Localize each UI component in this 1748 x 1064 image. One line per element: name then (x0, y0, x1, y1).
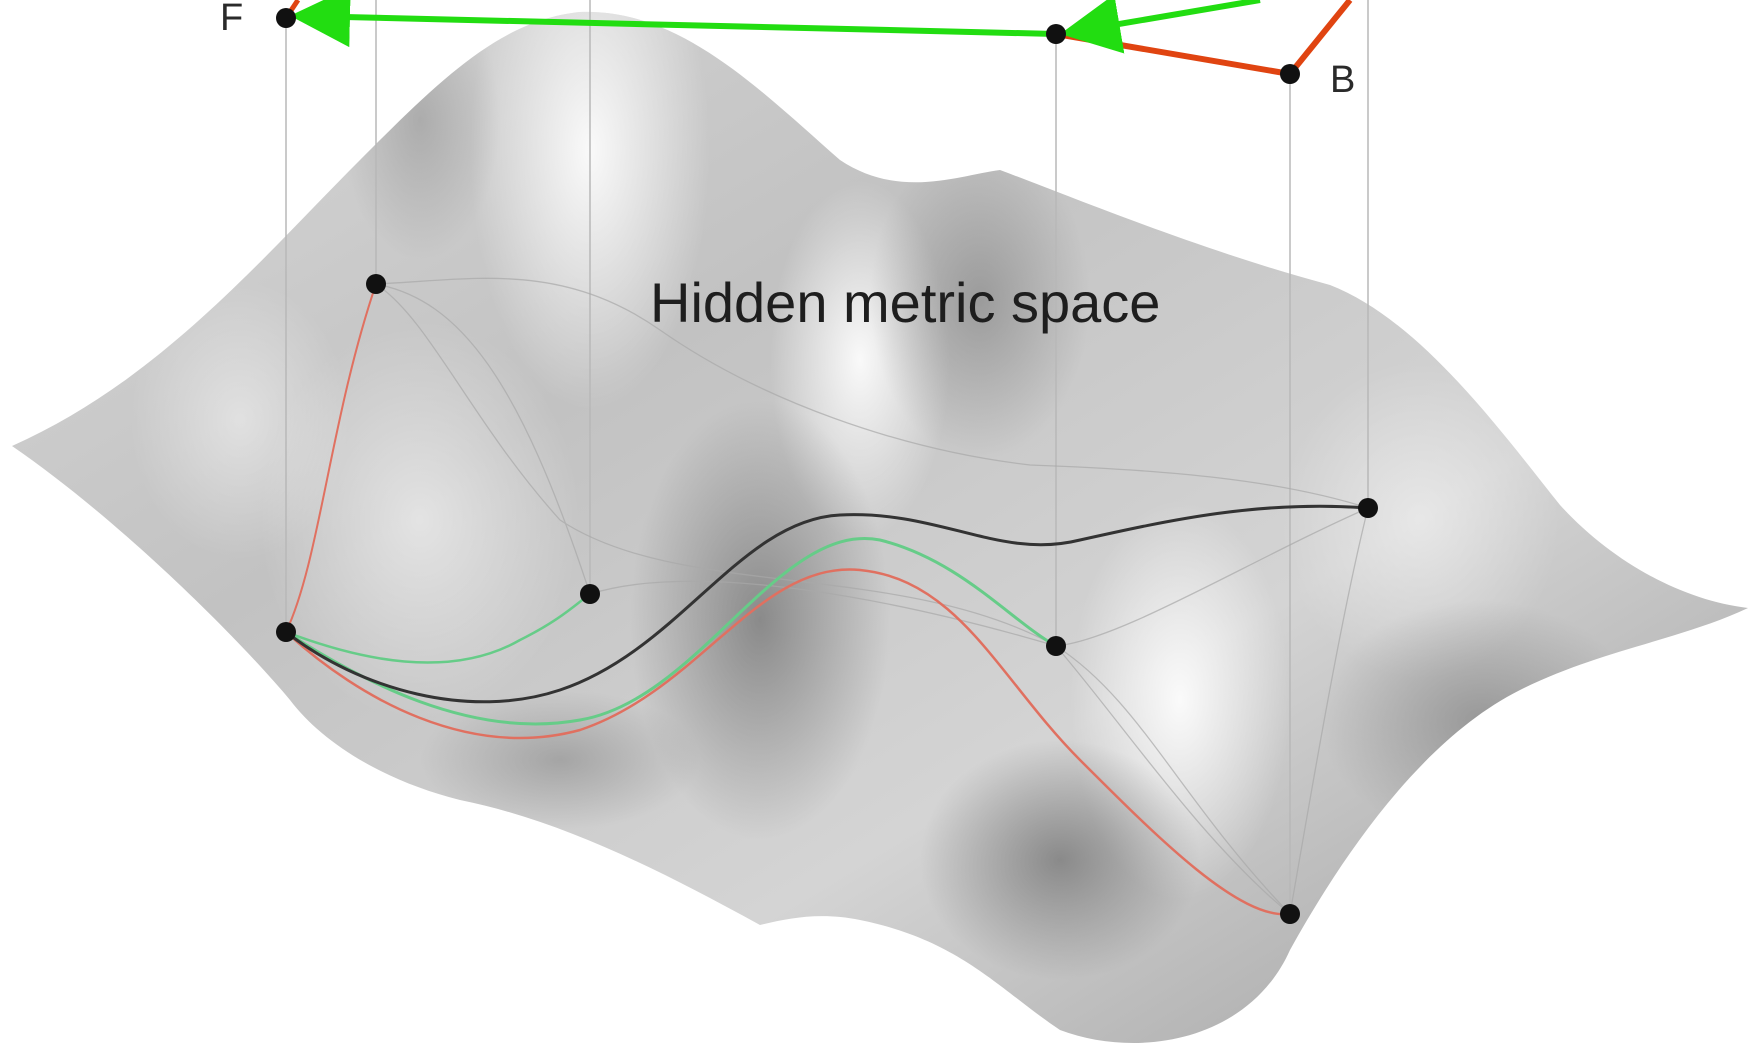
node-F-top (276, 8, 296, 28)
node-surface (366, 274, 386, 294)
node-label-B: B (1330, 59, 1355, 101)
geodesic-red (285, 568, 1291, 916)
geodesic-green (285, 536, 1057, 726)
geodesic-dark (285, 504, 1369, 704)
geodesic-red (285, 283, 377, 633)
node-surface (1046, 636, 1066, 656)
faint-geodesic (589, 580, 1057, 647)
node-surface (1358, 498, 1378, 518)
node-surface (1280, 904, 1300, 924)
nodes (276, 8, 1378, 924)
faint-geodesic (1055, 645, 1291, 915)
geodesic-green (285, 592, 591, 664)
red-edge (1287, 0, 1353, 76)
surface-label: Hidden metric space (650, 271, 1160, 334)
faint-geodesic (1055, 507, 1369, 647)
node-surface (580, 584, 600, 604)
faint-geodesic (375, 277, 1369, 509)
faint-geodesic (375, 283, 591, 595)
faint-geodesic (1289, 507, 1369, 915)
green-arrow (290, 0, 1057, 48)
faint-geodesics (375, 277, 1369, 915)
node-B-top (1280, 64, 1300, 84)
red-edge (1055, 31, 1291, 77)
node-top (1046, 24, 1066, 44)
node-surface (276, 622, 296, 642)
node-label-F: F (220, 0, 243, 39)
faint-geodesic (1055, 645, 1291, 915)
green-arrow (1060, 0, 1261, 54)
faint-geodesic (375, 283, 1057, 647)
top-graph (283, 0, 1353, 77)
